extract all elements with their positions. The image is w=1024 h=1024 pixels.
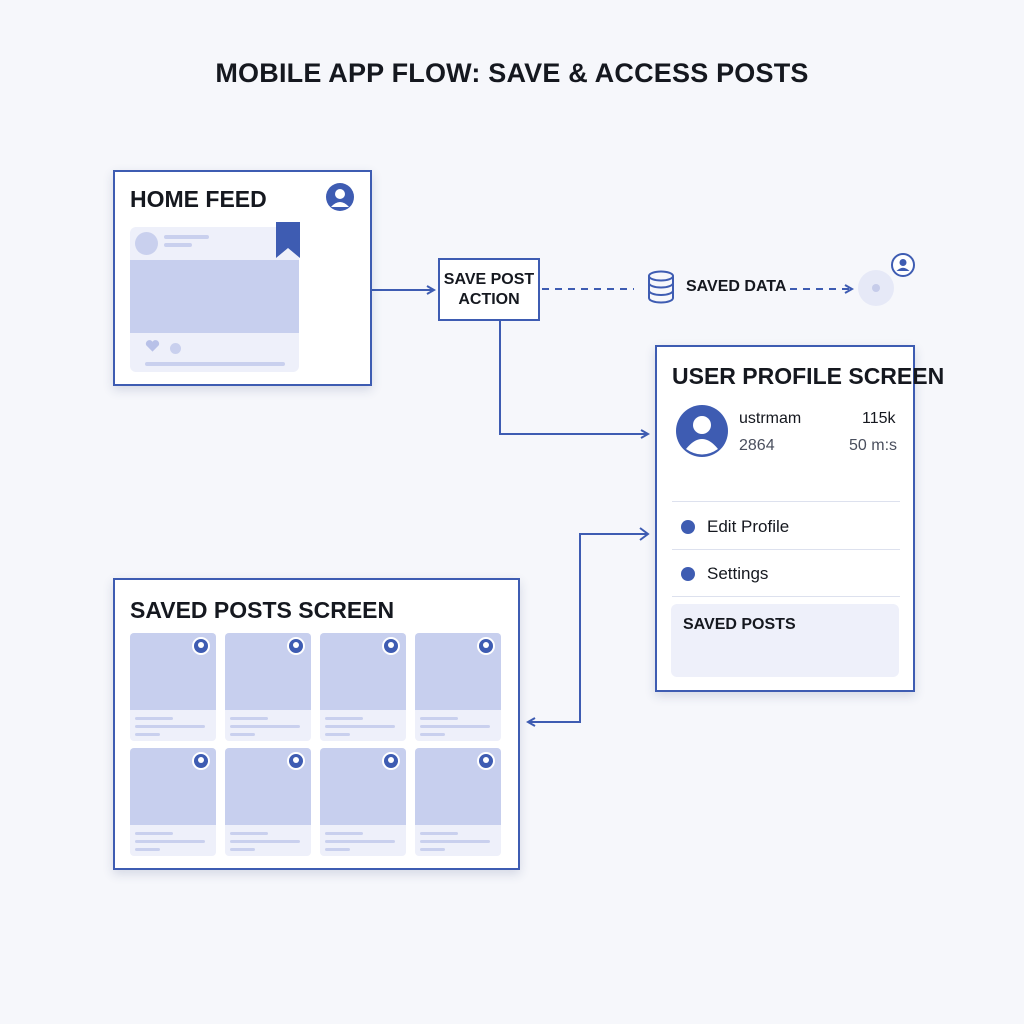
saved-data-label: SAVED DATA [686,278,787,295]
menu-item-settings[interactable]: Settings [681,562,768,586]
saved-post-text-line [135,725,205,728]
post-meta-line [164,243,192,247]
saved-post-text-line [135,840,205,843]
saved-post-card[interactable] [320,748,406,856]
saved-post-text-line [325,733,350,736]
saved-post-text-line [420,832,458,835]
saved-badge-icon [287,752,305,770]
menu-item-edit-profile[interactable]: Edit Profile [681,515,789,539]
saved-post-text-line [420,848,445,851]
saved-post-card[interactable] [130,748,216,856]
post-caption-line [145,362,285,366]
saved-post-card[interactable] [225,748,311,856]
saved-post-text-line [230,840,300,843]
saved-post-text-line [230,848,255,851]
menu-item-label: Settings [707,564,769,583]
user-avatar-icon[interactable] [325,182,355,212]
feed-post-card[interactable] [130,227,299,372]
saved-post-text-line [230,717,268,720]
saved-post-card[interactable] [415,633,501,741]
saved-posts-entry-label: SAVED POSTS [683,616,796,633]
saved-badge-icon [192,752,210,770]
saved-post-text-line [420,840,490,843]
profile-stat-followers: 115k [862,410,896,427]
menu-bullet-icon [681,520,695,534]
saved-badge-icon [382,637,400,655]
saved-post-text-line [135,832,173,835]
saved-badge-icon [192,637,210,655]
saved-post-text-line [420,717,458,720]
post-meta-line [164,235,209,239]
profile-divider [672,501,900,502]
saved-post-card[interactable] [130,633,216,741]
profile-node-dot [872,284,880,292]
saved-post-text-line [325,717,363,720]
saved-post-text-line [230,725,300,728]
saved-post-card[interactable] [225,633,311,741]
saved-post-card[interactable] [415,748,501,856]
comment-dot [170,343,181,354]
post-author-avatar [135,232,158,255]
arrow-head-into-profile [639,527,650,541]
profile-node-circle [858,270,894,306]
profile-divider [672,596,900,597]
saved-badge-icon [287,637,305,655]
heart-icon[interactable] [145,339,160,353]
home-feed-screen: HOME FEED [113,170,372,386]
profile-username: ustrmam [739,410,802,427]
arrow-action-to-profile [499,321,648,434]
saved-post-text-line [135,717,173,720]
saved-post-text-line [420,725,490,728]
saved-post-card[interactable] [320,633,406,741]
home-feed-title: HOME FEED [130,186,267,212]
saved-post-text-line [135,848,160,851]
saved-post-text-line [325,725,395,728]
profile-divider [672,549,900,550]
saved-post-text-line [325,832,363,835]
menu-item-label: Edit Profile [707,517,790,536]
post-image [130,260,299,333]
saved-screen-title: SAVED POSTS SCREEN [130,597,395,623]
saved-post-text-line [230,733,255,736]
bookmark-icon[interactable] [274,220,302,260]
save-post-action-label: SAVE POST ACTION [443,270,535,308]
saved-badge-icon [382,752,400,770]
saved-posts-entry[interactable]: SAVED POSTS [671,604,899,677]
profile-stat-time: 50 m:s [849,437,898,454]
menu-bullet-icon [681,567,695,581]
user-profile-screen: USER PROFILE SCREEN ustrmam 115k 2864 50… [655,345,944,692]
saved-post-text-line [230,832,268,835]
saved-post-text-line [420,733,445,736]
saved-post-text-line [135,733,160,736]
saved-badge-icon [477,752,495,770]
user-circle-icon [891,253,915,277]
diagram-title: MOBILE APP FLOW: SAVE & ACCESS POSTS [215,58,809,88]
profile-screen-title: USER PROFILE SCREEN [672,363,945,389]
profile-avatar-icon[interactable] [675,404,729,458]
saved-posts-screen: SAVED POSTS SCREEN [113,578,520,870]
saved-badge-icon [477,637,495,655]
profile-stat-posts: 2864 [739,437,775,454]
save-post-action-box: SAVE POST ACTION [438,258,540,321]
saved-post-text-line [325,848,350,851]
database-icon [648,270,674,304]
saved-post-text-line [325,840,395,843]
arrow-profile-saved-screen [528,533,648,722]
